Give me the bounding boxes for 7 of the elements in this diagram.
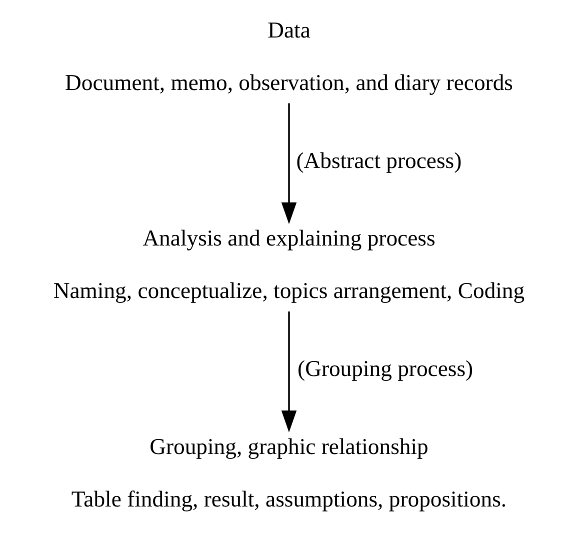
edge-label: (Grouping process) [297, 356, 473, 381]
node-text: Analysis and explaining process Naming, conceptualize, topics arrangement, Coding [52, 226, 524, 304]
node-text: Data Document, memo, observation, and diary records [64, 17, 512, 95]
edge-label: (Abstract process) [296, 148, 462, 173]
arrow [280, 103, 296, 224]
node-text: Grouping, graphic relationship Table finding, result, assumptions, propositions. [70, 434, 506, 512]
arrow [280, 311, 296, 432]
